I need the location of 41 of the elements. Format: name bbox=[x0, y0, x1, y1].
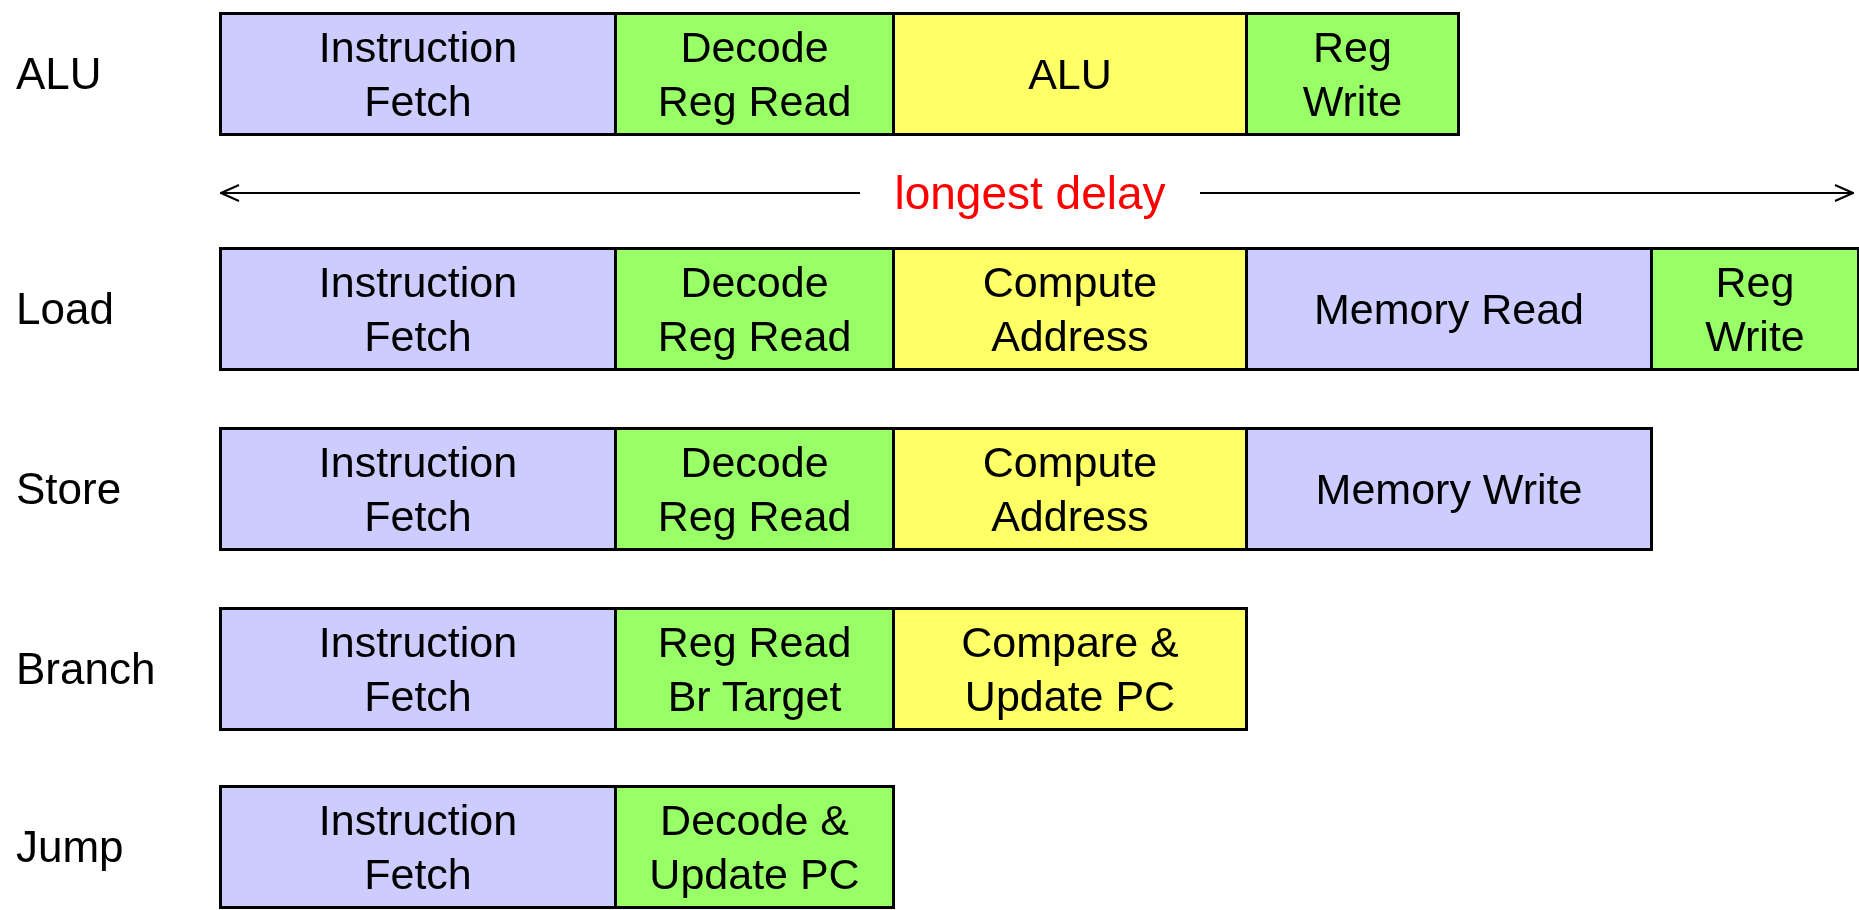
stage-box bbox=[219, 12, 617, 136]
row-label: ALU bbox=[16, 48, 102, 100]
stage-box bbox=[614, 785, 895, 909]
stage-box bbox=[1245, 427, 1653, 551]
stage-label: Decode Reg Read bbox=[656, 22, 853, 127]
stage-label: Compare & Update PC bbox=[960, 617, 1180, 722]
stage-box bbox=[219, 427, 617, 551]
stage-box bbox=[614, 247, 895, 371]
stage-label: Instruction Fetch bbox=[317, 257, 519, 362]
stage-label: Instruction Fetch bbox=[317, 437, 519, 542]
stage-label: Memory Read bbox=[1314, 284, 1584, 335]
stage-label: Instruction Fetch bbox=[317, 22, 519, 127]
stage-box bbox=[219, 247, 617, 371]
row-label: Branch bbox=[16, 643, 156, 695]
stage-label: Compute Address bbox=[981, 257, 1159, 362]
row-label: Jump bbox=[16, 821, 124, 873]
stage-box bbox=[219, 785, 617, 909]
stage-box bbox=[614, 12, 895, 136]
stage-label: Decode & Update PC bbox=[648, 795, 861, 900]
stage-label: Reg Write bbox=[1704, 257, 1806, 362]
stage-box bbox=[892, 12, 1248, 136]
stage-label: Decode Reg Read bbox=[656, 257, 853, 362]
stage-box bbox=[614, 427, 895, 551]
stage-box bbox=[892, 607, 1248, 731]
stage-box bbox=[219, 607, 617, 731]
stage-box bbox=[1245, 247, 1653, 371]
row-label: Store bbox=[16, 463, 122, 515]
stage-label: Instruction Fetch bbox=[317, 795, 519, 900]
stage-label: Compute Address bbox=[981, 437, 1159, 542]
stage-label: ALU bbox=[1028, 49, 1112, 100]
stage-box bbox=[1245, 12, 1460, 136]
stage-label: Instruction Fetch bbox=[317, 617, 519, 722]
stage-box bbox=[892, 247, 1248, 371]
stage-box bbox=[614, 607, 895, 731]
stage-label: Memory Write bbox=[1315, 464, 1583, 515]
stage-box bbox=[1650, 247, 1859, 371]
stage-label: Reg Read Br Target bbox=[656, 617, 853, 722]
stage-label: Reg Write bbox=[1301, 22, 1404, 127]
stage-label: Decode Reg Read bbox=[656, 437, 853, 542]
row-label: Load bbox=[16, 283, 114, 335]
stage-box bbox=[892, 427, 1248, 551]
